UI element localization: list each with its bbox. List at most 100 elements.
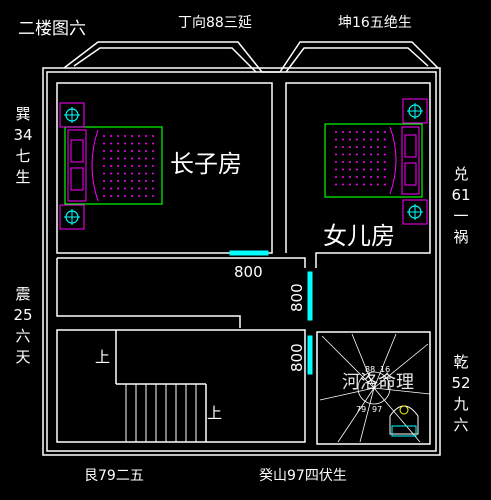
bed-cover-dot <box>335 153 337 156</box>
bed-cover-dot <box>384 138 386 141</box>
dimension-label-2: 800 <box>288 283 306 312</box>
bed-cover-dot <box>110 142 112 145</box>
outer-walls <box>42 67 441 456</box>
compass-center-text: 河洛命理 <box>342 372 414 393</box>
stair-treads <box>125 384 197 442</box>
bed-cover-dot <box>117 172 119 175</box>
bed-cover-dot <box>342 183 344 186</box>
bed-cover-dot <box>117 187 119 190</box>
bed-cover-dot <box>124 195 126 197</box>
bed-cover-dot <box>152 150 154 152</box>
bed-cover-dot <box>138 187 140 190</box>
bed-cover-dot <box>131 180 133 182</box>
bed-cover-dot <box>356 168 358 171</box>
bed-cover-dot <box>349 161 351 163</box>
bed-cover-dot <box>138 142 140 145</box>
stair-up-label-right: 上 <box>207 404 222 422</box>
compass-number-b: 16 <box>380 365 390 374</box>
bed-cover-dot <box>363 168 365 171</box>
bed-cover-dot <box>363 146 365 148</box>
bed-cover-dot <box>138 165 140 167</box>
bed-cover-dot <box>370 138 372 141</box>
bed-cover-dot <box>145 172 147 175</box>
bed-cover-dot <box>131 150 133 152</box>
side-char: 九 <box>453 395 469 413</box>
bed-cover-dot <box>363 176 365 178</box>
bed-cover-dot <box>363 183 365 186</box>
compass-rays <box>319 333 431 443</box>
nightstand-daughter-top <box>402 98 428 124</box>
door-eldest-son <box>229 250 269 256</box>
toilet <box>389 405 419 437</box>
bed-cover-dot <box>342 176 344 178</box>
bed-cover-dot <box>356 138 358 141</box>
stair-up-label-left: 上 <box>95 348 110 366</box>
bed-cover-dot <box>370 176 372 178</box>
bed-cover-dot <box>384 176 386 178</box>
bed-cover-dot <box>335 183 337 186</box>
bed-cover-dot <box>335 146 337 148</box>
bed-cover-dot <box>117 195 119 197</box>
bed-cover-dot <box>335 168 337 171</box>
bed-cover-dot <box>356 176 358 178</box>
bed-cover-dot <box>145 150 147 152</box>
door-bathroom <box>307 335 313 375</box>
bed-cover-dot <box>103 157 105 160</box>
dimension-label-3: 800 <box>288 343 306 372</box>
side-char: 巽 <box>15 105 31 123</box>
bed-cover-dot <box>384 146 386 148</box>
bed-cover-dot <box>342 153 344 156</box>
bed-cover-dot <box>384 153 386 156</box>
side-char: 乾 <box>453 353 469 371</box>
side-char: 兑 <box>453 165 469 183</box>
bed-cover-dot <box>124 157 126 160</box>
bed-cover-dot <box>342 168 344 171</box>
dimension-label-1: 800 <box>234 263 263 281</box>
bed-cover-dot <box>124 150 126 152</box>
bed-cover-dot <box>145 165 147 167</box>
side-char: 震 <box>15 285 31 303</box>
side-char: 25 <box>13 306 33 324</box>
bed-cover-dot <box>145 142 147 145</box>
bed-cover-dot <box>377 168 379 171</box>
bed-cover-dot <box>110 165 112 167</box>
bed-daughter <box>324 123 423 198</box>
bed-cover-dot <box>370 146 372 148</box>
bed-cover-dot <box>349 183 351 186</box>
compass-number-a: 88 <box>365 365 375 374</box>
room-eldest-son <box>56 82 273 254</box>
bed-cover-dot <box>335 161 337 163</box>
bed-cover-dot <box>349 138 351 141</box>
bed-cover-dot <box>152 142 154 145</box>
side-label-right-upper: 兑 61 一 祸 <box>450 164 472 248</box>
bed-cover-dot <box>349 153 351 156</box>
bed-cover-dot <box>370 153 372 156</box>
bottom-left-label: 艮79二五 <box>84 468 144 484</box>
compass-number-d: 97 <box>372 405 382 414</box>
nightstand-eldest-son-top <box>59 102 85 128</box>
bed-cover-dot <box>377 153 379 156</box>
bed-cover-dot <box>349 168 351 171</box>
bed-cover-dot <box>370 183 372 186</box>
bed-cover-dot <box>152 165 154 167</box>
bed-cover-dot <box>384 161 386 163</box>
bed-cover-dot <box>110 157 112 160</box>
bed-cover-dot <box>145 180 147 182</box>
bed-cover-dot <box>138 150 140 152</box>
bed-cover-dot <box>138 172 140 175</box>
bed-cover-dot <box>131 195 133 197</box>
bed-cover-dot <box>124 180 126 182</box>
top-right-label: 坤16五绝生 <box>338 15 412 31</box>
stair-room <box>56 329 306 443</box>
bed-cover-dot <box>110 150 112 152</box>
bed-cover-dot <box>145 157 147 160</box>
nightstand-daughter-bottom <box>402 199 428 225</box>
side-char: 七 <box>15 147 31 165</box>
bed-cover-dot <box>117 165 119 167</box>
bed-cover-dot <box>152 187 154 190</box>
bed-cover-dot <box>131 172 133 175</box>
bed-cover-dot <box>110 187 112 190</box>
bed-cover-dot <box>342 146 344 148</box>
bed-cover-dot <box>110 180 112 182</box>
